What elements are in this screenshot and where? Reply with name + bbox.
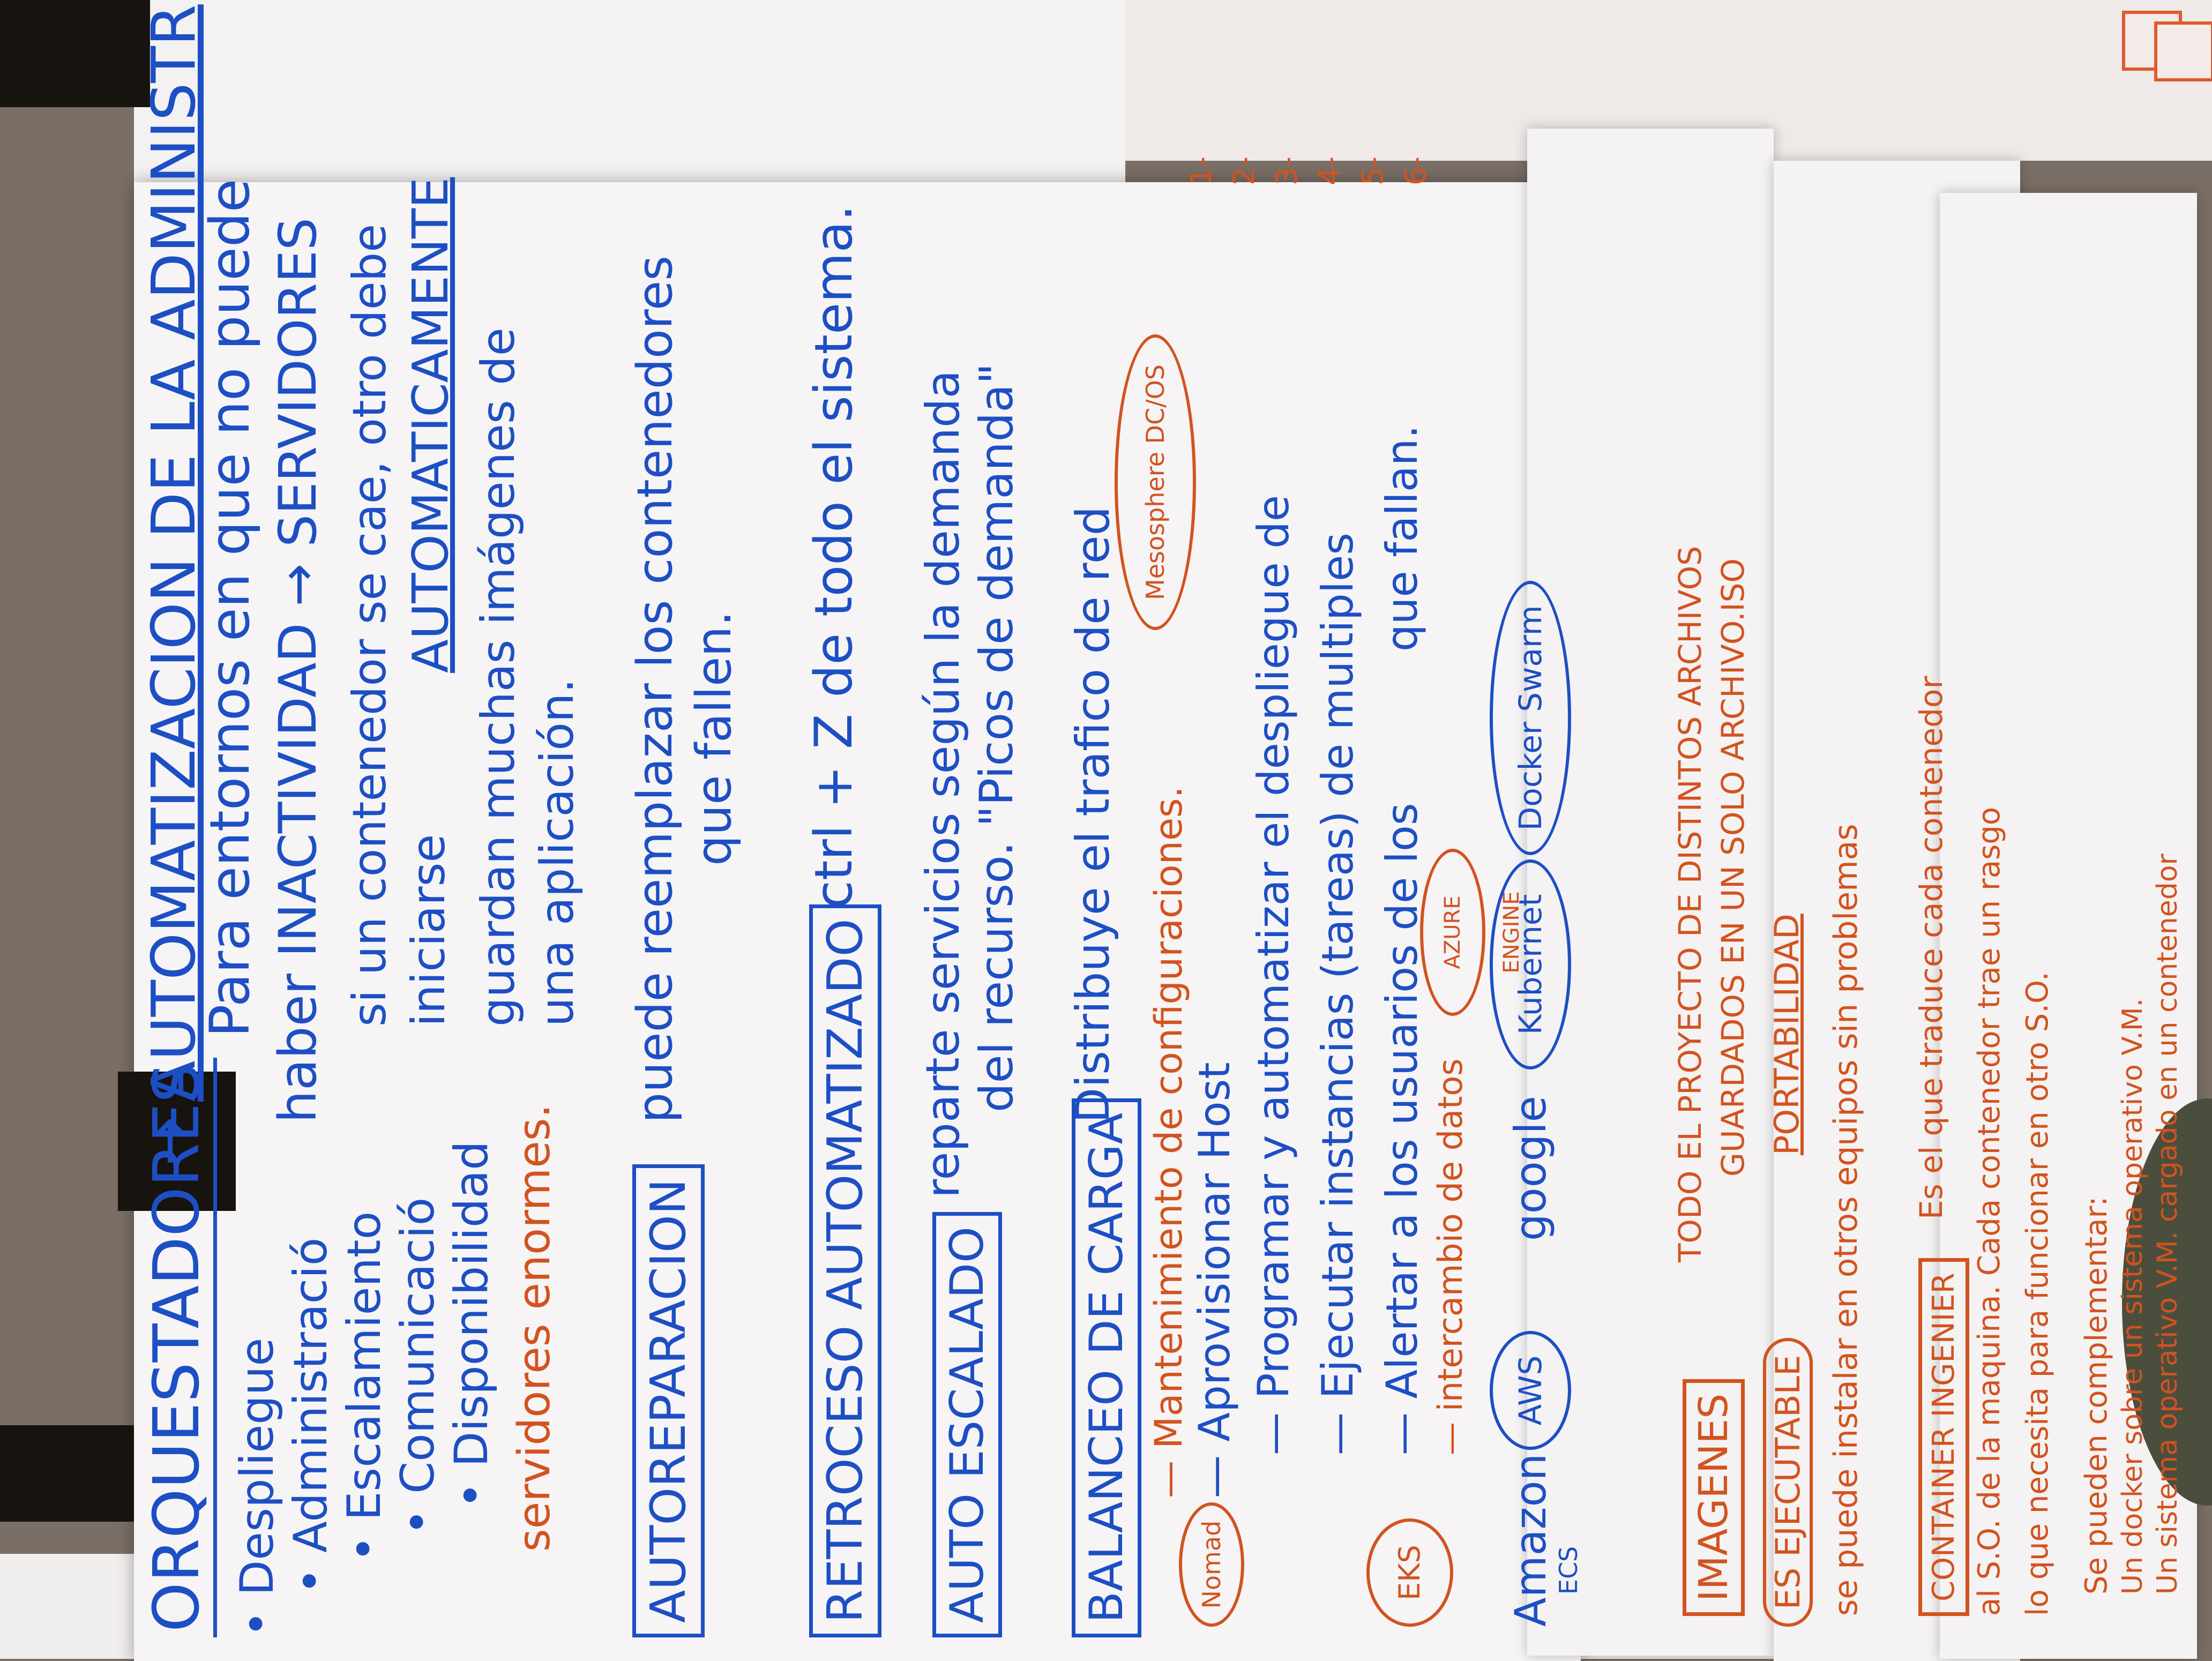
- label-ejecutable: ES EJECUTABLE: [1763, 1337, 1813, 1627]
- definition-line: Para entornos en que no puede: [198, 178, 262, 1037]
- circled-nomad: Nomad: [1179, 1502, 1244, 1627]
- container-text: lo que necesita para funcionar en otro S…: [2020, 971, 2055, 1616]
- balanceo-text: Distribuye el trafico de red: [1066, 506, 1120, 1123]
- bullet-item: • Disponibilidad: [445, 1141, 498, 1509]
- autoreparacion-text: puede reemplazar los contenedores: [627, 255, 683, 1123]
- side-number: 6-: [1399, 156, 1432, 185]
- side-number: 1-: [1184, 156, 1218, 185]
- black-tape: [0, 1425, 134, 1522]
- label-autoescalado: AUTO ESCALADO: [932, 1212, 1002, 1637]
- circled-azure: AZURE ENGINE: [1420, 849, 1524, 1016]
- complement-text: Un sistema operativo V.M. cargado en un …: [2151, 854, 2184, 1595]
- bullet-item: • Comunicació: [391, 1197, 445, 1536]
- rotated-handwriting: ORQUESTADORES → AUTOMATIZACION DE LA ADM…: [118, 4, 2186, 1659]
- definition-line: una aplicación.: [530, 678, 584, 1027]
- definition-line: haber INACTIVIDAD → SERVIDORES: [268, 218, 328, 1123]
- label-retroceso: RETROCESO AUTOMATIZADO: [809, 904, 881, 1637]
- label-imagenes: IMAGENES: [1683, 1379, 1745, 1616]
- circled-docker: Docker Swarm: [1490, 581, 1571, 855]
- imagenes-text: se puede instalar en otros equipos sin p…: [1827, 824, 1865, 1616]
- circled-kubernet: Kubernet: [1490, 859, 1571, 1069]
- provider-ecs: ECS: [1554, 1546, 1583, 1595]
- list-item: — Alertar a los usuarios de los: [1377, 803, 1427, 1456]
- autoescalado-text: reparte servicios según la demanda: [916, 370, 970, 1198]
- retroceso-text: ctrl + Z de todo el sistema.: [804, 205, 864, 909]
- definition-line: guardan muchas imágenes de: [472, 327, 525, 1027]
- label-portabilidad: PORTABILIDAD: [1767, 914, 1806, 1155]
- container-text: Es el que traduce cada contenedor: [1913, 676, 1949, 1219]
- arrow-icon: →: [134, 1116, 203, 1166]
- imagenes-text: TODO EL PROYECTO DE DISTINTOS ARCHIVOS: [1672, 545, 1708, 1262]
- corner-sticky-notes: [2122, 11, 2212, 86]
- imagenes-paper-strip: [1527, 129, 1774, 1656]
- label-autoreparacion: AUTOREPARACION: [632, 1164, 705, 1637]
- definition-line: iniciarse: [402, 834, 455, 1027]
- definition-keyword: AUTOMATICAMENTE: [402, 177, 459, 673]
- list-item: — Mantenimiento de configuraciones.: [1147, 786, 1191, 1498]
- list-item-tail: que fallan.: [1377, 425, 1427, 652]
- autoescalado-text: del recurso. "Picos de demanda": [970, 363, 1023, 1112]
- label-container: CONTAINER INGENIER: [1918, 1258, 1969, 1616]
- definition-line: si un contenedor se cae, otro debe: [343, 223, 397, 1027]
- label-balanceo: BALANCEO DE CARGA: [1072, 1098, 1141, 1637]
- circled-eks: EKS: [1366, 1518, 1453, 1627]
- circled-mesosphere: Mesosphere DC/OS: [1115, 334, 1196, 630]
- side-number: 2-: [1227, 156, 1261, 185]
- side-number: 3-: [1270, 156, 1304, 185]
- complement-text: Se pueden complementar:: [2079, 1196, 2114, 1595]
- imagenes-text: GUARDADOS EN UN SOLO ARCHIVO.ISO: [1715, 558, 1751, 1177]
- black-tape: [0, 0, 150, 107]
- main-note-sheet: [134, 182, 1581, 1661]
- side-number: 5-: [1356, 156, 1389, 185]
- list-item: — Aprovisionar Host: [1190, 1062, 1239, 1498]
- bullet-item: • Despliegue: [230, 1337, 284, 1637]
- bullet-item: • Escalamiento: [338, 1211, 391, 1562]
- sticky-note: [2154, 21, 2212, 81]
- side-number: 4-: [1313, 156, 1347, 185]
- list-item: — intercambio de datos: [1431, 1058, 1470, 1455]
- bullet-item: • Administració: [284, 1237, 338, 1595]
- list-item: — Programar y automatizar el despliegue …: [1249, 495, 1298, 1455]
- provider-google: google: [1506, 1096, 1556, 1241]
- servers-note: servidores enormes.: [509, 1104, 560, 1552]
- black-tape: [118, 1072, 236, 1211]
- complement-text: Un docker sobre un sistema operativo V.M…: [2117, 998, 2149, 1595]
- circled-aws: AWS: [1490, 1331, 1571, 1450]
- container-text: al S.O. de la maquina. Cada contenedor t…: [1972, 806, 2007, 1616]
- provider-amazon: Amazon: [1506, 1453, 1556, 1627]
- list-item: — Ejecutar instancias (tareas) de multip…: [1313, 533, 1363, 1455]
- autoreparacion-text: que fallen.: [686, 610, 742, 866]
